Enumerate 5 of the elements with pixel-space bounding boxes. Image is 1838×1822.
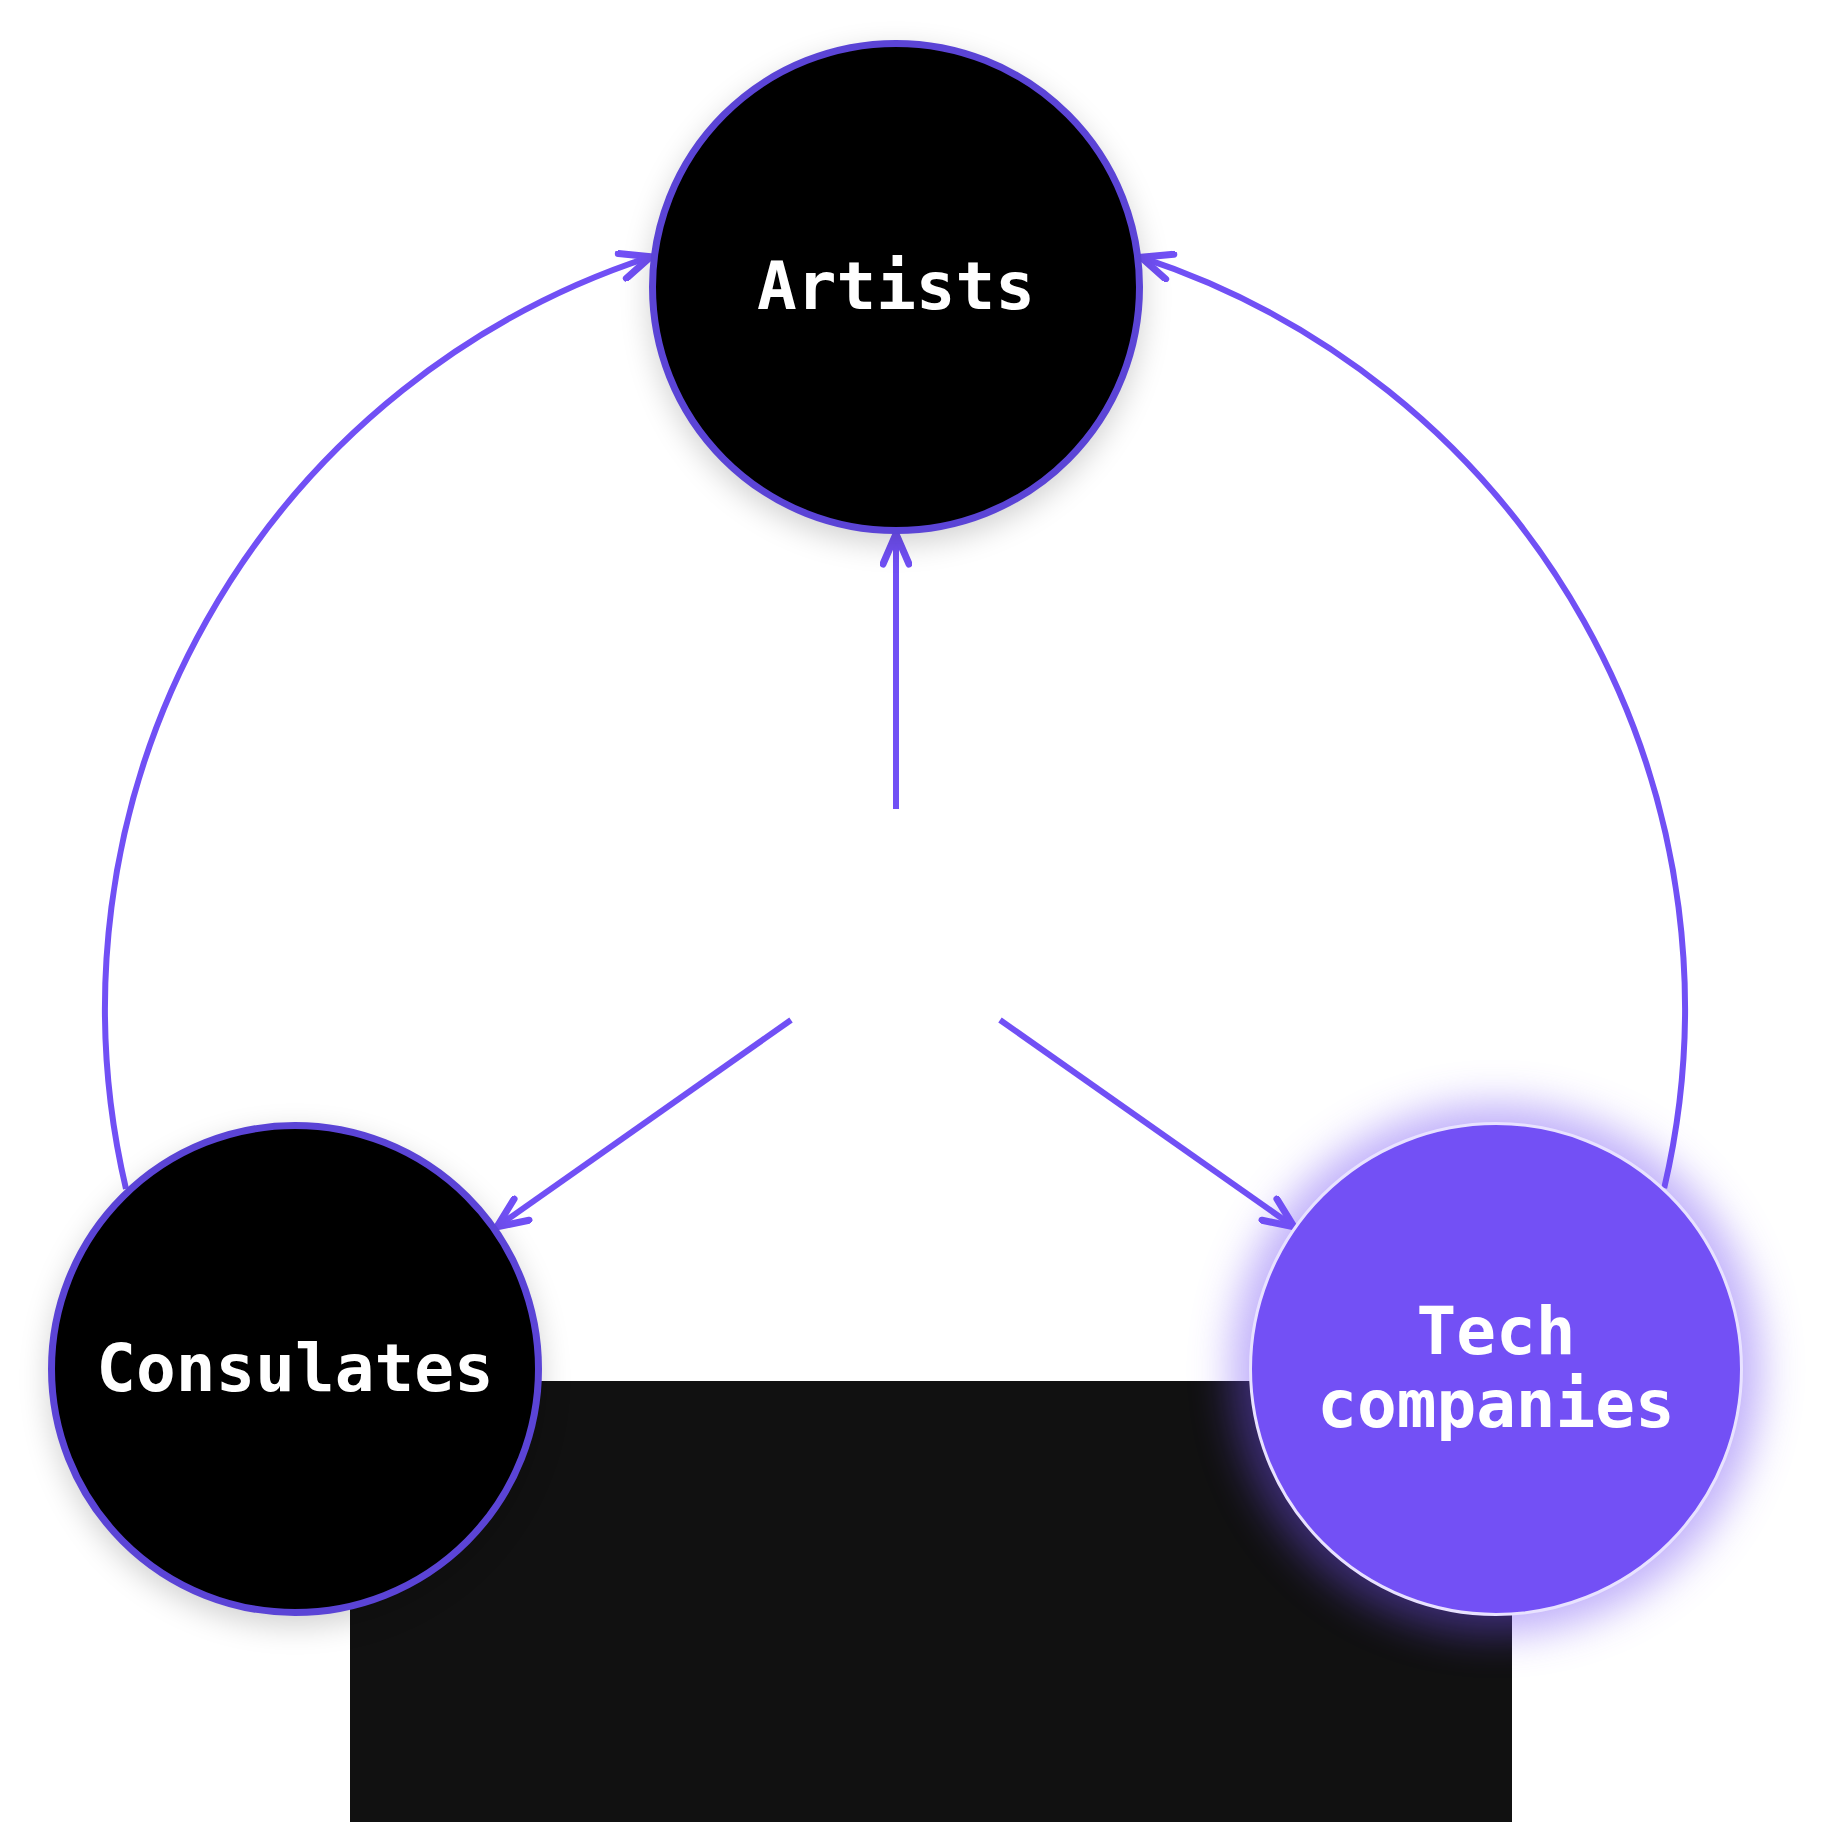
arrow: [493, 1017, 793, 1231]
node-label: Consulates: [95, 1332, 495, 1406]
node-label: Artists: [755, 250, 1037, 324]
node-label: Tech companies: [1316, 1296, 1676, 1442]
arrow: [998, 1017, 1298, 1231]
